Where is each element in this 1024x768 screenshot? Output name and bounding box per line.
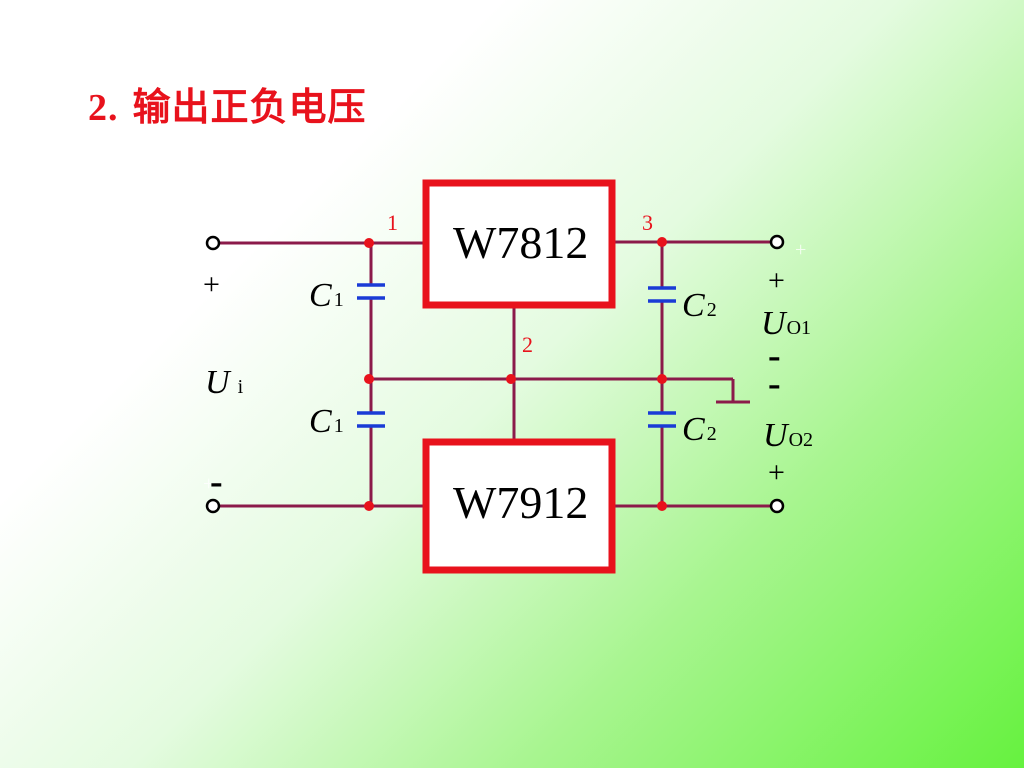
- output2-plus-sign: +: [768, 456, 785, 489]
- slide-title: 2. 输出正负电压: [88, 76, 367, 131]
- junction-dot: [657, 501, 667, 511]
- capacitor-c1-top: [357, 283, 385, 300]
- regulator-w7912: W7912: [422, 438, 616, 574]
- junction-nodes: [364, 237, 667, 511]
- pin-3-label: 3: [642, 210, 653, 235]
- ghost-plus-mark: +: [795, 239, 806, 261]
- output-terminal-bottom: [769, 498, 785, 514]
- wires: [218, 240, 772, 508]
- pin-2-label: 2: [522, 332, 533, 357]
- capacitor-c2-bottom: [648, 411, 676, 428]
- input-plus-sign: +: [203, 268, 220, 301]
- input-terminal-bottom: [205, 498, 221, 514]
- output2-minus-sign: -: [768, 363, 781, 405]
- regulator-w7912-label: W7912: [453, 477, 588, 528]
- junction-dot: [364, 501, 374, 511]
- junction-dot: [364, 238, 374, 248]
- regulator-w7812-label: W7812: [453, 217, 588, 268]
- input-terminal-top: [205, 235, 221, 251]
- output1-plus-sign: +: [768, 264, 785, 297]
- output2-voltage-label: UO2: [763, 417, 813, 454]
- output1-voltage-label: UO1: [761, 305, 811, 342]
- ghost-mark: +: [203, 473, 214, 495]
- capacitor-c1-bottom: [357, 411, 385, 428]
- output1-minus-sign: -: [768, 335, 781, 377]
- pin-1-label: 1: [387, 210, 398, 235]
- title-number: 2.: [88, 87, 119, 129]
- regulator-w7812: W7812: [422, 179, 616, 309]
- junction-dot: [364, 374, 374, 384]
- title-text: 输出正负电压: [132, 85, 367, 129]
- output-terminal-top: [769, 234, 785, 250]
- junction-dot: [657, 237, 667, 247]
- junction-dot: [506, 374, 516, 384]
- capacitor-c2-top: [648, 286, 676, 303]
- junction-dot: [657, 374, 667, 384]
- input-minus-sign: -: [210, 461, 223, 503]
